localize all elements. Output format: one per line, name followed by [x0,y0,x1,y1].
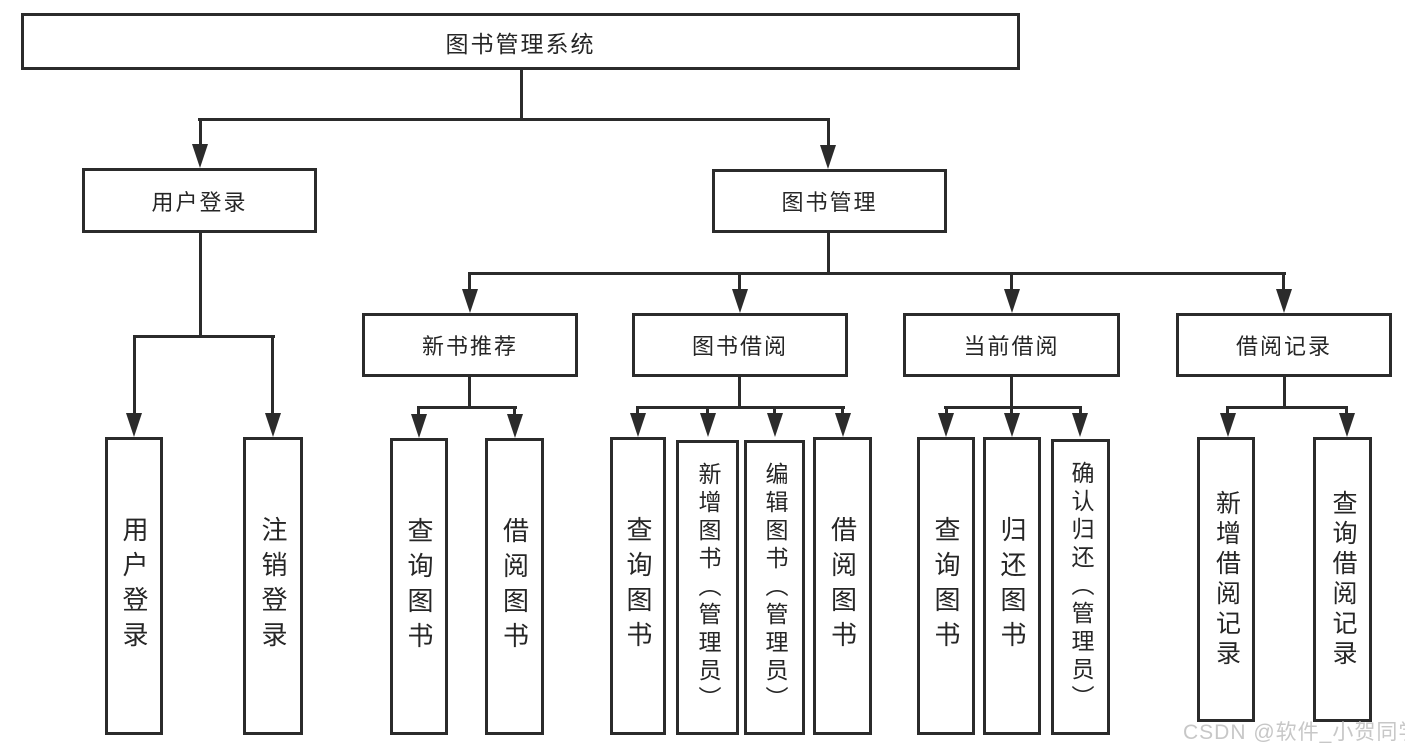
connector-root-bar [198,118,830,121]
csdn-watermark: CSDN @软件_小贺同学 [1183,721,1405,744]
arrow-down-icon [820,145,836,169]
connector-book-mgmt-bar [468,272,1286,275]
leaf-borrow-book-label: 借阅图书 [499,516,530,657]
node-user-login-label: 用户登录 [151,189,248,215]
node-current-borrowing: 当前借阅 [903,313,1120,377]
arrow-down-icon [1004,289,1020,313]
connector-to-leaf [773,406,776,415]
arrow-down-icon [1339,413,1355,437]
node-new-book-recommend-label: 新书推荐 [421,334,518,359]
leaf-query-book-label: 查询图书 [404,516,434,657]
leaf-return-book: 归还图书 [983,437,1041,735]
leaf-edit-book-admin: 编辑图书（管理员） [744,440,805,735]
connector-to-leaf [133,335,136,415]
arrow-down-icon [1004,413,1020,437]
leaf-confirm-return-admin: 确认归还（管理员） [1051,439,1110,735]
leaf-add-book-admin-label: 新增图书（管理员） [695,461,721,714]
arrow-down-icon [265,413,281,437]
node-root-label: 图书管理系统 [445,30,596,57]
arrow-down-icon [1072,413,1088,437]
arrow-down-icon [1220,413,1236,437]
arrow-down-icon [462,289,478,313]
node-borrow-records: 借阅记录 [1176,313,1392,377]
connector-bar [417,406,517,409]
connector-to-user-login [199,118,202,146]
arrow-down-icon [507,414,523,438]
node-current-borrowing-label: 当前借阅 [963,334,1060,359]
connector-to-new-book [468,272,471,292]
leaf-query-borrow-record-label: 查询借阅记录 [1329,489,1357,670]
connector-to-leaf [513,406,516,416]
connector-to-leaf [1345,406,1348,415]
connector-user-login-bar [133,335,275,338]
connector-to-leaf [1079,406,1082,415]
arrow-down-icon [630,413,646,437]
leaf-logout-label: 注销登录 [258,516,288,656]
leaf-add-borrow-record-label: 新增借阅记录 [1212,489,1241,670]
connector-to-leaf [706,406,709,415]
connector-to-leaf [636,406,639,415]
leaf-logout: 注销登录 [243,437,303,735]
connector-to-current-borrow [1010,272,1013,292]
arrow-down-icon [767,413,783,437]
node-new-book-recommend: 新书推荐 [362,313,578,377]
leaf-query-book-label: 查询图书 [623,516,653,656]
connector-stub [468,377,471,406]
connector-to-leaf [417,406,420,416]
connector-to-leaf [1226,406,1229,415]
connector-to-leaf [945,406,948,415]
node-borrow-records-label: 借阅记录 [1235,334,1332,359]
leaf-query-borrow-record: 查询借阅记录 [1313,437,1372,722]
connector-bar [1226,406,1348,409]
leaf-query-book-label: 查询图书 [931,516,961,656]
connector-to-leaf [271,335,274,415]
connector-to-borrow-records [1282,272,1285,292]
leaf-add-book-admin: 新增图书（管理员） [676,440,739,735]
node-book-borrowing: 图书借阅 [632,313,848,377]
connector-stub [1010,377,1013,406]
leaf-edit-book-admin-label: 编辑图书（管理员） [762,461,788,714]
arrow-down-icon [126,413,142,437]
connector-user-login-stub [199,233,202,335]
arrow-down-icon [938,413,954,437]
connector-to-book-borrow [738,272,741,292]
connector-bar [944,406,1082,409]
arrow-down-icon [411,414,427,438]
leaf-user-login: 用户登录 [105,437,163,735]
node-root-library-system: 图书管理系统 [21,13,1020,70]
leaf-return-book-label: 归还图书 [997,516,1027,656]
arrow-down-icon [835,413,851,437]
node-book-management-label: 图书管理 [781,190,878,215]
leaf-query-book-borrowing: 查询图书 [610,437,666,735]
arrow-down-icon [732,289,748,313]
connector-to-leaf [1010,406,1013,415]
connector-to-book-mgmt [827,118,830,147]
leaf-borrow-book-recommend: 借阅图书 [485,438,544,735]
leaf-query-book-current: 查询图书 [917,437,975,735]
arrow-down-icon [1276,289,1292,313]
connector-bar [636,406,845,409]
leaf-borrow-book-label: 借阅图书 [827,516,858,656]
connector-stub [1283,377,1286,406]
leaf-add-borrow-record: 新增借阅记录 [1197,437,1255,722]
leaf-confirm-return-admin-label: 确认归还（管理员） [1068,461,1094,713]
leaf-borrow-book-borrowing: 借阅图书 [813,437,872,735]
connector-book-mgmt-stub [827,233,830,272]
arrow-down-icon [192,144,208,168]
connector-stub [738,377,741,406]
leaf-query-book-recommend: 查询图书 [390,438,448,735]
node-book-borrowing-label: 图书借阅 [691,334,788,359]
leaf-user-login-label: 用户登录 [119,516,149,656]
node-book-management: 图书管理 [712,169,947,233]
node-user-login: 用户登录 [82,168,317,233]
connector-to-leaf [841,406,844,415]
arrow-down-icon [700,413,716,437]
connector-root-stub [520,70,523,118]
